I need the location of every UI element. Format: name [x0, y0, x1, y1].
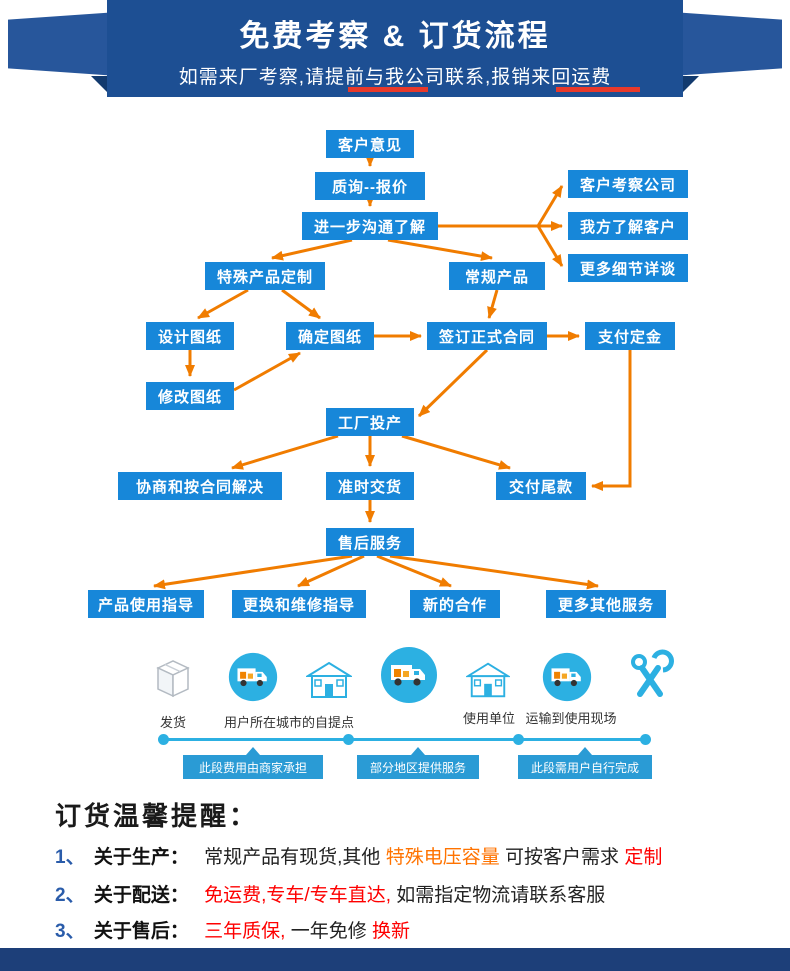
- logistics-label-pickup: 用户所在城市的自提点: [223, 715, 354, 730]
- timeline-dot: [343, 734, 354, 745]
- flow-node-sign-contract: 签订正式合同: [427, 322, 547, 350]
- flow-node-more-details-talk: 更多细节详谈: [568, 254, 688, 282]
- note-text-highlight: 定制: [624, 847, 663, 868]
- flow-node-on-time-delivery: 准时交货: [326, 472, 414, 500]
- ribbon-fold-right: [683, 76, 699, 92]
- flow-node-customer-feedback: 客户意见: [326, 130, 414, 158]
- flow-node-regular-product: 常规产品: [449, 262, 545, 290]
- note-row-delivery: 2、 关于配送： 免运费,专车/专车直达, 如需指定物流请联系客服: [55, 883, 605, 909]
- flow-node-pay-deposit: 支付定金: [585, 322, 675, 350]
- note-topic: 关于售后：: [93, 921, 189, 942]
- house-icon: [466, 662, 510, 698]
- flow-node-inquiry-quote: 质询--报价: [315, 172, 425, 200]
- note-text-highlight: 换新: [372, 921, 411, 942]
- subtitle-underline-right: [556, 87, 640, 92]
- flow-node-confirm-drawing: 确定图纸: [286, 322, 374, 350]
- segment-merchant-cost: 此段费用由商家承担: [183, 755, 323, 779]
- package-icon: [156, 660, 190, 698]
- note-text-highlight: 特殊电压容量: [385, 847, 500, 868]
- note-topic: 关于配送：: [93, 885, 189, 906]
- flow-node-new-cooperation: 新的合作: [410, 590, 500, 618]
- flow-node-modify-drawing: 修改图纸: [146, 382, 234, 410]
- logistics-label-use-unit: 使用单位: [462, 711, 515, 726]
- note-text-highlight: 三年质保,: [204, 921, 286, 942]
- note-row-after-sales: 3、 关于售后： 三年质保, 一年免修 换新: [55, 919, 410, 945]
- note-text: 如需指定物流请联系客服: [396, 885, 606, 906]
- house-icon: [306, 661, 352, 698]
- logistics-label-transport: 运输到使用现场: [525, 711, 617, 726]
- flow-node-pay-balance: 交付尾款: [496, 472, 586, 500]
- note-row-production: 1、 关于生产： 常规产品有现货,其他 特殊电压容量 可按客户需求 定制: [55, 845, 662, 871]
- note-text: 常规产品有现货,其他: [204, 847, 381, 868]
- note-text: 可按客户需求: [505, 847, 620, 868]
- ribbon-wing-left: [8, 12, 118, 76]
- segment-user-complete: 此段需用户自行完成: [518, 755, 652, 779]
- timeline-dot: [640, 734, 651, 745]
- segment-pointer: [578, 747, 592, 755]
- ribbon-wing-right: [672, 12, 782, 76]
- flow-node-special-product-custom: 特殊产品定制: [205, 262, 325, 290]
- truck-icon: [381, 647, 437, 703]
- flow-node-factory-production: 工厂投产: [326, 408, 414, 436]
- flow-node-we-understand-client: 我方了解客户: [568, 212, 688, 240]
- truck-icon: [228, 652, 278, 702]
- page-subtitle: 如需来厂考察,请提前与我公司联系,报销来回运费: [178, 67, 612, 88]
- note-number: 1、: [55, 847, 85, 868]
- subtitle-underline-left: [348, 87, 428, 92]
- note-number: 2、: [55, 885, 85, 906]
- note-text-highlight: 免运费,专车/专车直达,: [204, 885, 391, 906]
- segment-pointer: [246, 747, 260, 755]
- flow-node-negotiate-resolve: 协商和按合同解决: [118, 472, 282, 500]
- truck-icon: [542, 652, 592, 702]
- logistics-label-shipping: 发货: [159, 715, 186, 730]
- flow-node-replace-repair-guide: 更换和维修指导: [232, 590, 366, 618]
- tools-icon: [631, 649, 674, 697]
- notes-title: 订货温馨提醒：: [55, 801, 259, 831]
- segment-partial-service: 部分地区提供服务: [357, 755, 479, 779]
- note-text: 一年免修: [290, 921, 367, 942]
- page-title: 免费考察 & 订货流程: [239, 20, 551, 53]
- timeline-dot: [158, 734, 169, 745]
- flow-node-product-usage-guide: 产品使用指导: [88, 590, 204, 618]
- note-number: 3、: [55, 921, 85, 942]
- footer-bar: [0, 948, 790, 971]
- timeline-line: [160, 738, 648, 741]
- timeline-dot: [513, 734, 524, 745]
- flow-node-more-other-services: 更多其他服务: [546, 590, 666, 618]
- note-topic: 关于生产：: [93, 847, 189, 868]
- flow-node-client-visit-company: 客户考察公司: [568, 170, 688, 198]
- ribbon-fold-left: [91, 76, 107, 92]
- flow-node-after-sales-service: 售后服务: [326, 528, 414, 556]
- header-panel: 免费考察 & 订货流程 如需来厂考察,请提前与我公司联系,报销来回运费: [107, 0, 683, 97]
- segment-pointer: [411, 747, 425, 755]
- flow-node-further-communication: 进一步沟通了解: [302, 212, 438, 240]
- flow-node-design-drawing: 设计图纸: [146, 322, 234, 350]
